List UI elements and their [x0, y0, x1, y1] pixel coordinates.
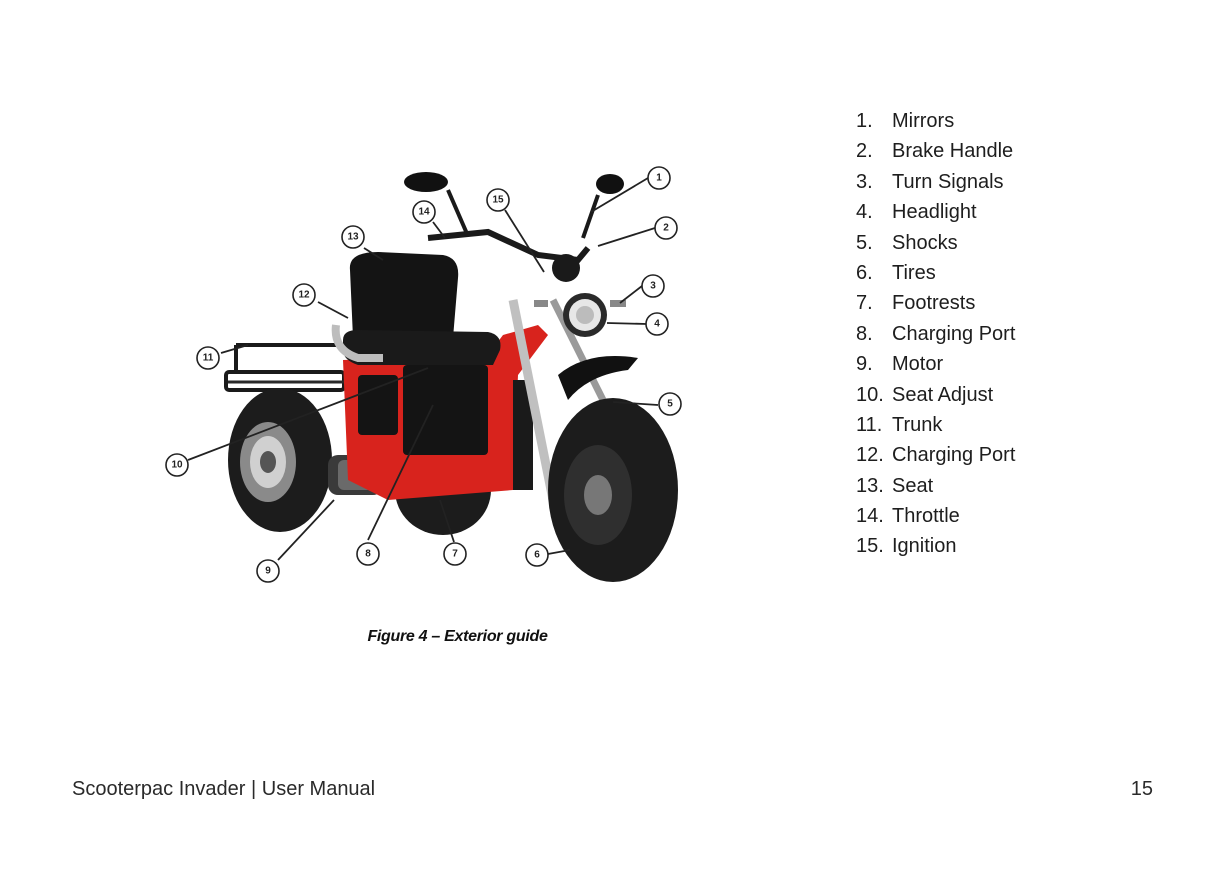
svg-text:2: 2 — [663, 223, 669, 234]
legend-number: 15. — [856, 531, 892, 561]
legend-item: 14.Throttle — [856, 501, 1015, 531]
legend-label: Seat — [892, 471, 933, 501]
callout-2: 2 — [655, 217, 677, 239]
legend-number: 13. — [856, 471, 892, 501]
legend-number: 1. — [856, 106, 892, 136]
trunk-rack — [226, 345, 348, 390]
legend-label: Shocks — [892, 228, 958, 258]
callout-7: 7 — [444, 543, 466, 565]
legend-number: 6. — [856, 258, 892, 288]
legend-label: Ignition — [892, 531, 957, 561]
callout-6: 6 — [526, 544, 548, 566]
callout-12: 12 — [293, 284, 315, 306]
legend-number: 11. — [856, 410, 892, 440]
figure-caption: Figure 4 – Exterior guide — [300, 628, 615, 646]
legend-label: Footrests — [892, 288, 975, 318]
headlight — [534, 293, 626, 337]
legend-number: 5. — [856, 228, 892, 258]
svg-text:8: 8 — [365, 549, 371, 560]
legend-label: Throttle — [892, 501, 960, 531]
scooter-illustration: 1 2 3 4 5 6 7 8 9 10 11 12 13 14 15 — [158, 160, 693, 600]
callout-4: 4 — [646, 313, 668, 335]
legend-item: 13.Seat — [856, 471, 1015, 501]
rear-tire — [228, 388, 332, 532]
legend-number: 8. — [856, 319, 892, 349]
svg-text:3: 3 — [650, 281, 656, 292]
svg-text:13: 13 — [347, 232, 359, 243]
callout-14: 14 — [413, 201, 435, 223]
svg-text:7: 7 — [452, 549, 458, 560]
legend-number: 12. — [856, 440, 892, 470]
svg-text:1: 1 — [656, 173, 662, 184]
legend-number: 7. — [856, 288, 892, 318]
legend-item: 5.Shocks — [856, 228, 1015, 258]
seat — [336, 252, 501, 365]
callout-8: 8 — [357, 543, 379, 565]
legend-label: Mirrors — [892, 106, 954, 136]
callout-3: 3 — [642, 275, 664, 297]
legend-item: 15.Ignition — [856, 531, 1015, 561]
legend-item: 6.Tires — [856, 258, 1015, 288]
svg-text:15: 15 — [492, 195, 504, 206]
legend-number: 3. — [856, 167, 892, 197]
legend-item: 11.Trunk — [856, 410, 1015, 440]
callout-10: 10 — [166, 454, 188, 476]
legend-label: Tires — [892, 258, 936, 288]
legend-label: Brake Handle — [892, 136, 1013, 166]
svg-text:9: 9 — [265, 566, 271, 577]
legend-item: 8.Charging Port — [856, 319, 1015, 349]
scooter-figure: 1 2 3 4 5 6 7 8 9 10 11 12 13 14 15 — [158, 160, 693, 600]
legend-label: Trunk — [892, 410, 942, 440]
legend-item: 12.Charging Port — [856, 440, 1015, 470]
svg-text:4: 4 — [654, 319, 660, 330]
legend-item: 2.Brake Handle — [856, 136, 1015, 166]
legend-item: 3.Turn Signals — [856, 167, 1015, 197]
legend-item: 1.Mirrors — [856, 106, 1015, 136]
legend-item: 4.Headlight — [856, 197, 1015, 227]
legend-label: Charging Port — [892, 319, 1015, 349]
svg-text:10: 10 — [171, 460, 183, 471]
callout-13: 13 — [342, 226, 364, 248]
legend-label: Seat Adjust — [892, 380, 993, 410]
callout-15: 15 — [487, 189, 509, 211]
callout-11: 11 — [197, 347, 219, 369]
legend-label: Headlight — [892, 197, 977, 227]
callout-1: 1 — [648, 167, 670, 189]
callout-5: 5 — [659, 393, 681, 415]
legend-number: 10. — [856, 380, 892, 410]
front-tire — [548, 398, 678, 582]
svg-text:12: 12 — [298, 290, 310, 301]
legend-number: 2. — [856, 136, 892, 166]
legend-item: 9.Motor — [856, 349, 1015, 379]
legend-item: 10.Seat Adjust — [856, 380, 1015, 410]
footer-title: Scooterpac Invader | User Manual — [72, 778, 375, 801]
legend-number: 4. — [856, 197, 892, 227]
svg-text:6: 6 — [534, 550, 540, 561]
legend-label: Motor — [892, 349, 943, 379]
svg-text:11: 11 — [203, 353, 214, 364]
legend-item: 7.Footrests — [856, 288, 1015, 318]
page-number: 15 — [1131, 778, 1153, 801]
svg-text:14: 14 — [418, 207, 430, 218]
parts-legend: 1.Mirrors 2.Brake Handle 3.Turn Signals … — [856, 106, 1015, 562]
callout-9: 9 — [257, 560, 279, 582]
legend-number: 9. — [856, 349, 892, 379]
legend-label: Turn Signals — [892, 167, 1004, 197]
legend-label: Charging Port — [892, 440, 1015, 470]
svg-text:5: 5 — [667, 399, 673, 410]
legend-number: 14. — [856, 501, 892, 531]
